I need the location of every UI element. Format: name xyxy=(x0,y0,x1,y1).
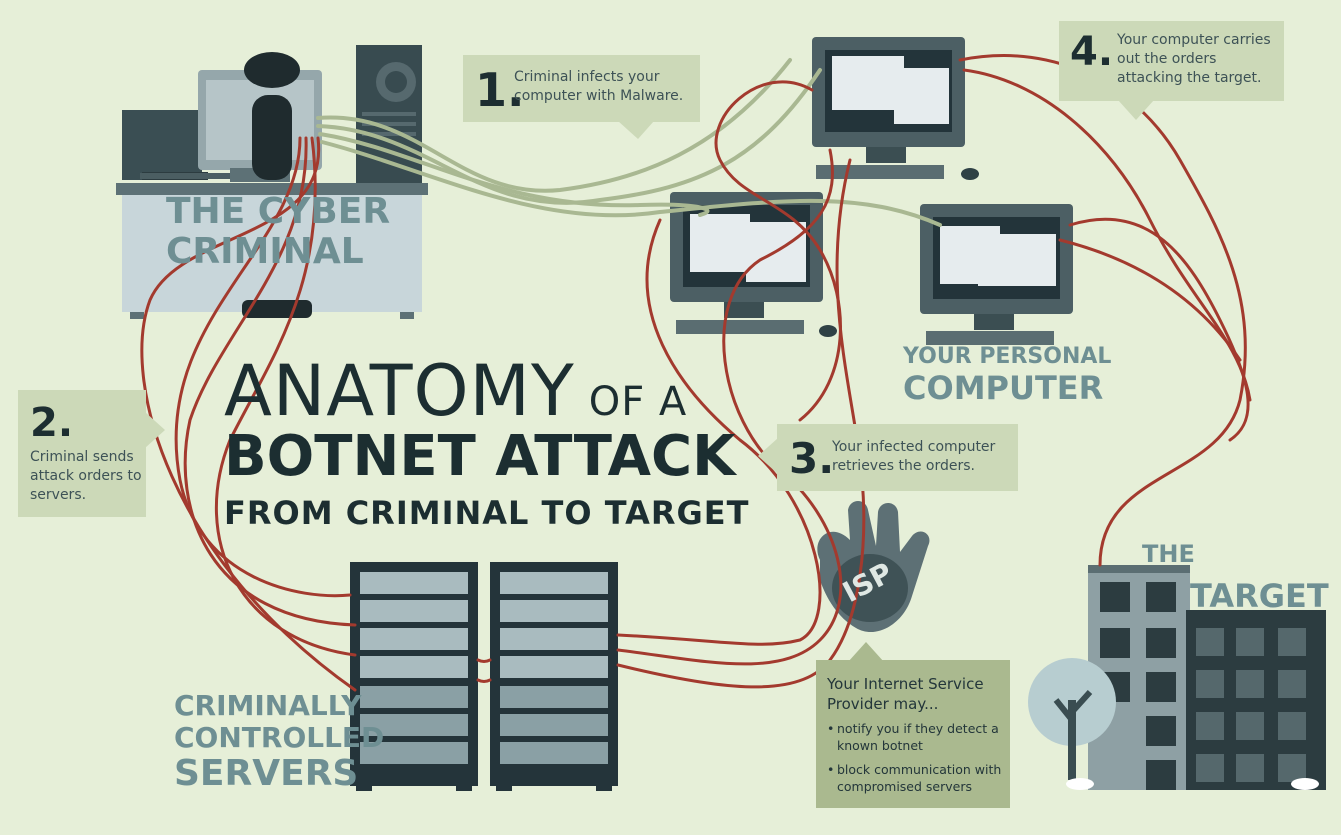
target-building-icon xyxy=(1028,565,1326,790)
computer-right-icon xyxy=(920,204,1073,345)
step-2-pointer xyxy=(145,412,165,448)
step-4-pointer xyxy=(1118,100,1154,120)
isp-bullet-2-text: block communication with compromised ser… xyxy=(837,762,1002,794)
servers-label-line2: CONTROLLED xyxy=(174,721,385,754)
server-rack-left-icon xyxy=(350,562,478,791)
computer-top-icon xyxy=(812,37,979,180)
step-1-callout: 1. Criminal infects your computer with M… xyxy=(463,55,700,122)
servers-label-line3: SERVERS xyxy=(174,753,359,794)
cyber-criminal-label-line1: THE CYBER xyxy=(166,191,391,232)
bullet-dot-icon: • xyxy=(827,721,835,736)
step-3-text: Your infected computer retrieves the ord… xyxy=(832,439,996,474)
step-2-text: Criminal sends attack orders to servers. xyxy=(30,449,142,503)
step-4-text: Your computer carries out the orders att… xyxy=(1117,32,1271,86)
isp-heading: Your Internet Service Provider may... xyxy=(827,675,984,713)
personal-computer-label-line2: COMPUTER xyxy=(903,369,1104,407)
title-line-3: FROM CRIMINAL TO TARGET xyxy=(224,494,750,532)
step-1-text: Criminal infects your computer with Malw… xyxy=(514,69,684,104)
step-4-number: 4. xyxy=(1070,29,1114,75)
step-1-number: 1. xyxy=(475,63,525,117)
target-label-line2: TARGET xyxy=(1190,577,1329,615)
step-1-pointer xyxy=(618,121,654,139)
cyber-criminal-label-line2: CRIMINAL xyxy=(166,231,364,272)
title-line-2: BOTNET ATTACK xyxy=(224,424,736,489)
personal-computer-label: YOUR PERSONAL COMPUTER xyxy=(903,344,1111,406)
isp-hand-icon xyxy=(817,501,930,633)
step-3-number: 3. xyxy=(789,434,835,483)
isp-bullet-1-text: notify you if they detect a known botnet xyxy=(837,721,999,753)
servers-label: CRIMINALLY CONTROLLED SERVERS xyxy=(174,690,384,794)
isp-info-box: Your Internet Service Provider may... • … xyxy=(816,660,1010,808)
isp-box-pointer xyxy=(848,642,884,662)
step-3-callout: 3. Your infected computer retrieves the … xyxy=(777,424,1018,491)
title-anatomy: ANATOMY xyxy=(224,350,575,432)
isp-bullet-2: • block communication with compromised s… xyxy=(827,761,1007,795)
bullet-dot-icon: • xyxy=(827,762,835,777)
cyber-criminal-desk-icon xyxy=(116,45,428,319)
server-rack-right-icon xyxy=(490,562,618,791)
isp-bullet-1: • notify you if they detect a known botn… xyxy=(827,720,1007,754)
step-2-callout: 2. Criminal sends attack orders to serve… xyxy=(18,390,146,517)
title-line-1: ANATOMY OF A xyxy=(224,350,687,432)
step-3-pointer xyxy=(758,438,778,474)
step-2-number: 2. xyxy=(30,400,74,446)
attack-cables xyxy=(140,54,1252,692)
cyber-criminal-label: THE CYBER CRIMINAL xyxy=(166,192,390,272)
servers-label-line1: CRIMINALLY xyxy=(174,689,362,722)
target-label-line1: THE xyxy=(1142,540,1195,568)
step-4-callout: 4. Your computer carries out the orders … xyxy=(1059,21,1284,101)
personal-computer-label-line1: YOUR PERSONAL xyxy=(903,344,1112,369)
title-of-a: OF A xyxy=(588,379,688,425)
